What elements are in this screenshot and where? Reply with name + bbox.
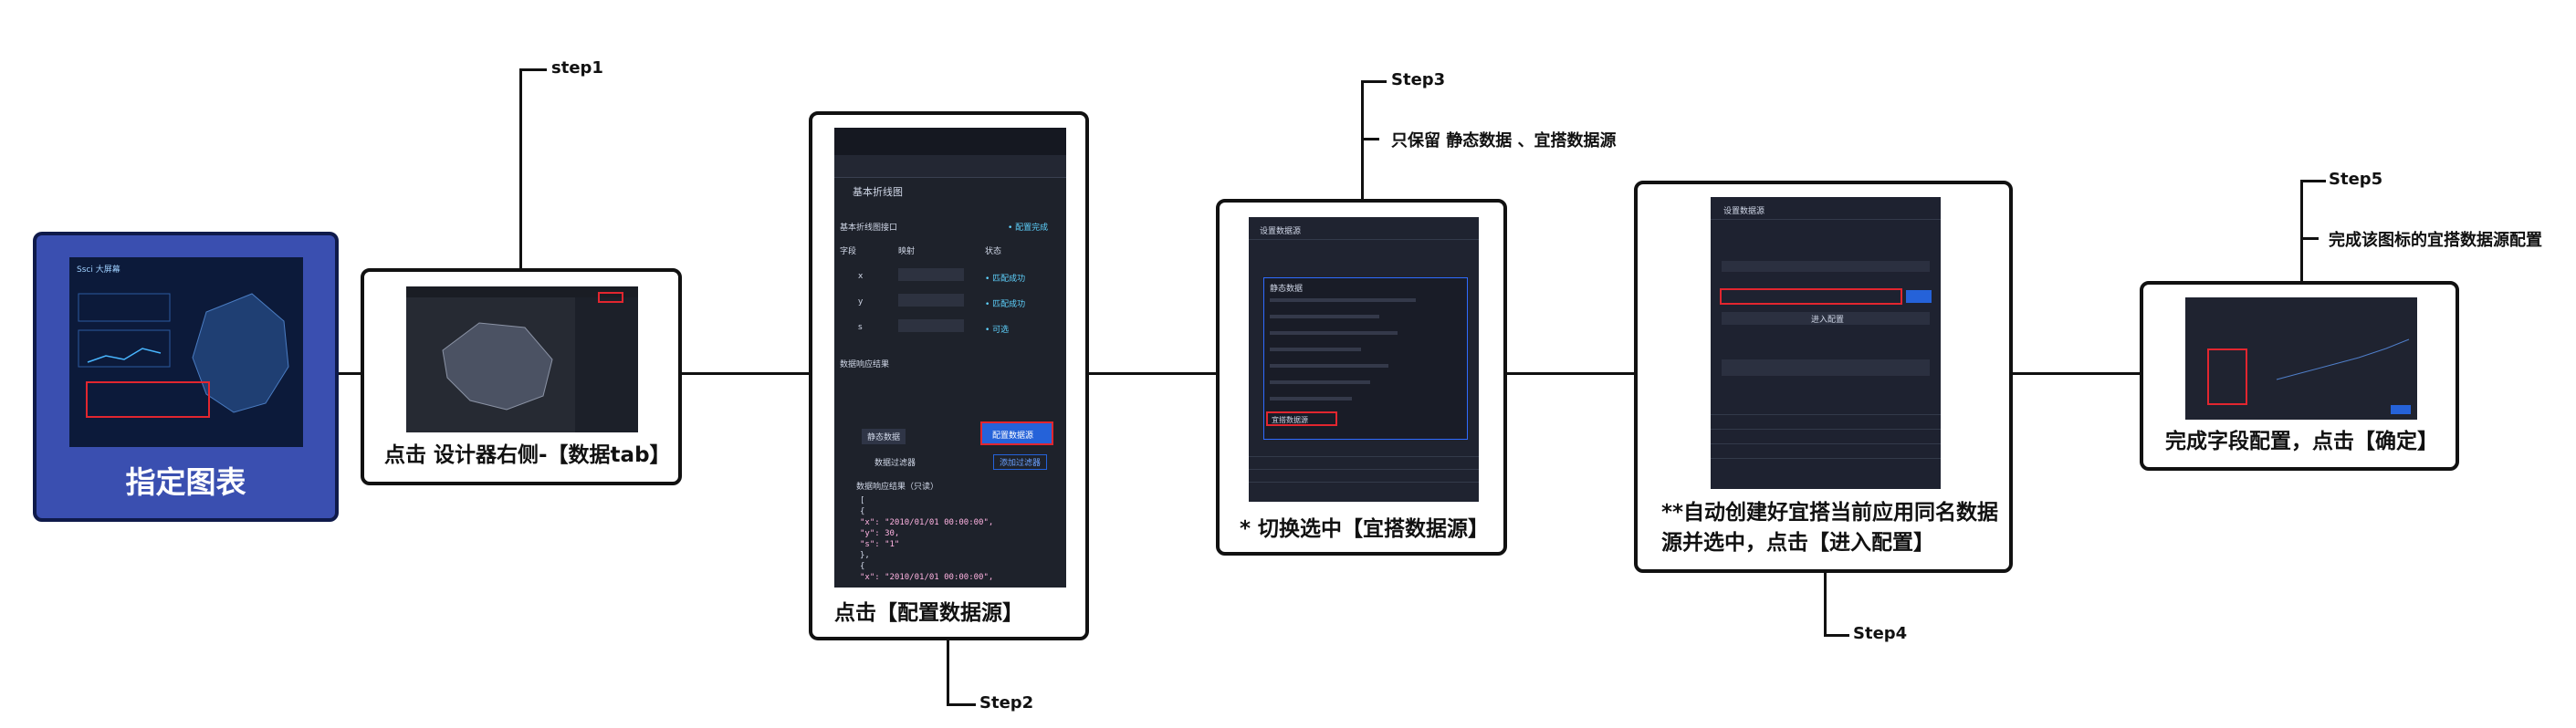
- step2-row-input[interactable]: [898, 319, 964, 332]
- step2-callout: Step2: [979, 693, 1034, 712]
- step2-row-field: x: [858, 272, 864, 281]
- step2-resp-label: 数据响应结果（只读）: [856, 483, 939, 492]
- step2-row-state: • 可选: [985, 326, 1010, 335]
- step5-callout-line: [2300, 180, 2303, 282]
- step4-caption-line1: **自动创建好宜搭当前应用同名数据: [1661, 501, 1999, 525]
- step1-card: 点击 设计器右侧-【数据tab】: [361, 268, 682, 485]
- step2-code-line: "y": 30,: [860, 529, 900, 538]
- step1-data-tab-highlight: [598, 292, 623, 303]
- step1-caption: 点击 设计器右侧-【数据tab】: [384, 443, 671, 467]
- step5-callout: Step5: [2329, 170, 2383, 189]
- step3-caption: * 切换选中【宜搭数据源】: [1240, 517, 1490, 541]
- step2-col-map: 映射: [898, 247, 916, 256]
- step4-caption-line2: 源并选中，点击【进入配置】: [1661, 531, 1934, 556]
- step2-status: • 配置完成: [1008, 224, 1049, 233]
- step1-callout-line: [519, 68, 522, 269]
- step2-panel-title: 基本折线图: [853, 186, 903, 198]
- step2-callout-line: [947, 640, 949, 704]
- step0-screenshot: Ssci 大屏幕: [69, 257, 303, 447]
- step2-row-state: • 匹配成功: [985, 300, 1026, 309]
- step4-dialog-title: 设置数据源: [1723, 207, 1765, 216]
- step5-note-tick: [2300, 237, 2319, 240]
- step1-callout-tick: [519, 68, 547, 71]
- step2-row-field: s: [858, 323, 863, 332]
- step5-caption: 完成字段配置，点击【确定】: [2165, 430, 2438, 453]
- step2-code-line: "s": "1": [860, 540, 900, 549]
- step4-caption: **自动创建好宜搭当前应用同名数据 源并选中，点击【进入配置】: [1661, 498, 1998, 559]
- step4-enter-config-label: 进入配置: [1811, 316, 1845, 325]
- step4-callout-tick: [1824, 634, 1849, 637]
- step3-option-static[interactable]: 静态数据: [1270, 285, 1304, 294]
- step2-col-state: 状态: [985, 247, 1002, 256]
- step3-note: 只保留 静态数据 、宜搭数据源: [1391, 131, 1617, 151]
- step2-code-line: {: [860, 562, 865, 571]
- step5-callout-tick: [2300, 180, 2326, 182]
- step1-screenshot: [406, 286, 638, 432]
- step1-callout: step1: [551, 58, 603, 78]
- step2-code-line: {: [860, 507, 865, 516]
- step4-datasource-select[interactable]: [1720, 288, 1902, 305]
- step3-callout: Step3: [1391, 70, 1446, 89]
- step3-dialog-title: 设置数据源: [1260, 227, 1302, 236]
- step2-row-input[interactable]: [898, 268, 964, 281]
- step0-selected-chart-highlight: [86, 381, 210, 418]
- step2-result-label: 数据响应结果: [840, 360, 890, 369]
- step2-row-state: • 匹配成功: [985, 275, 1026, 284]
- step3-callout-tick: [1361, 80, 1387, 83]
- step3-card: 设置数据源 静态数据 宜搭数据源 * 切换选中【宜搭数据源】: [1216, 199, 1507, 556]
- step2-col-field: 字段: [840, 247, 857, 256]
- step2-code-line: [: [860, 496, 865, 505]
- step4-screenshot: 设置数据源 进入配置: [1711, 197, 1941, 489]
- step2-section: 基本折线图接口: [840, 224, 898, 233]
- step4-callout: Step4: [1853, 624, 1908, 643]
- step3-option-yida-label: 宜搭数据源: [1272, 416, 1308, 424]
- step2-config-button-label: 配置数据源: [992, 432, 1034, 441]
- step2-code-line: "x": "2010/01/01 00:00:00",: [860, 573, 994, 582]
- step0-map-graphic: [78, 293, 289, 413]
- step2-screenshot: 基本折线图 基本折线图接口 • 配置完成 字段 映射 状态 x • 匹配成功 y…: [834, 128, 1066, 588]
- step5-preview-chart: [2276, 338, 2411, 414]
- step1-map-graphic: [406, 286, 638, 432]
- step2-static-label: 静态数据: [862, 429, 906, 444]
- step4-card: 设置数据源 进入配置 **自动创建好宜搭当前应用同名数据 源并选中，点击【进入配…: [1634, 181, 2013, 573]
- step2-code-line: },: [860, 551, 870, 560]
- step0-card: Ssci 大屏幕 指定图表: [33, 232, 339, 522]
- step4-callout-line: [1824, 573, 1827, 635]
- step2-filter-button[interactable]: 添加过滤器: [993, 454, 1048, 470]
- step5-field-highlight: [2207, 348, 2247, 405]
- step2-callout-tick: [947, 703, 976, 706]
- step2-code-block: [ { "x": "2010/01/01 00:00:00", "y": 30,…: [853, 496, 1063, 584]
- step2-card: 基本折线图 基本折线图接口 • 配置完成 字段 映射 状态 x • 匹配成功 y…: [809, 111, 1089, 640]
- step4-enter-config-button[interactable]: 进入配置: [1722, 312, 1930, 325]
- step3-note-tick: [1361, 138, 1379, 140]
- step5-note: 完成该图标的宜搭数据源配置: [2329, 231, 2542, 250]
- step3-option-yida[interactable]: 宜搭数据源: [1266, 411, 1337, 426]
- step2-row-input[interactable]: [898, 294, 964, 307]
- step0-screen-title: Ssci 大屏幕: [77, 265, 120, 275]
- step5-screenshot: [2185, 297, 2417, 420]
- step0-caption: 指定图表: [125, 464, 246, 500]
- step5-card: 完成字段配置，点击【确定】: [2140, 281, 2459, 471]
- step2-row-field: y: [858, 297, 864, 307]
- step3-screenshot: 设置数据源 静态数据 宜搭数据源: [1249, 217, 1479, 502]
- step3-option-list: 静态数据 宜搭数据源: [1263, 277, 1468, 440]
- step2-filter-label: 数据过滤器: [874, 459, 916, 468]
- step2-code-line: "x": "2010/01/01 00:00:00",: [860, 518, 994, 527]
- step2-caption: 点击【配置数据源】: [834, 601, 1023, 625]
- step2-config-button[interactable]: 配置数据源: [980, 421, 1053, 445]
